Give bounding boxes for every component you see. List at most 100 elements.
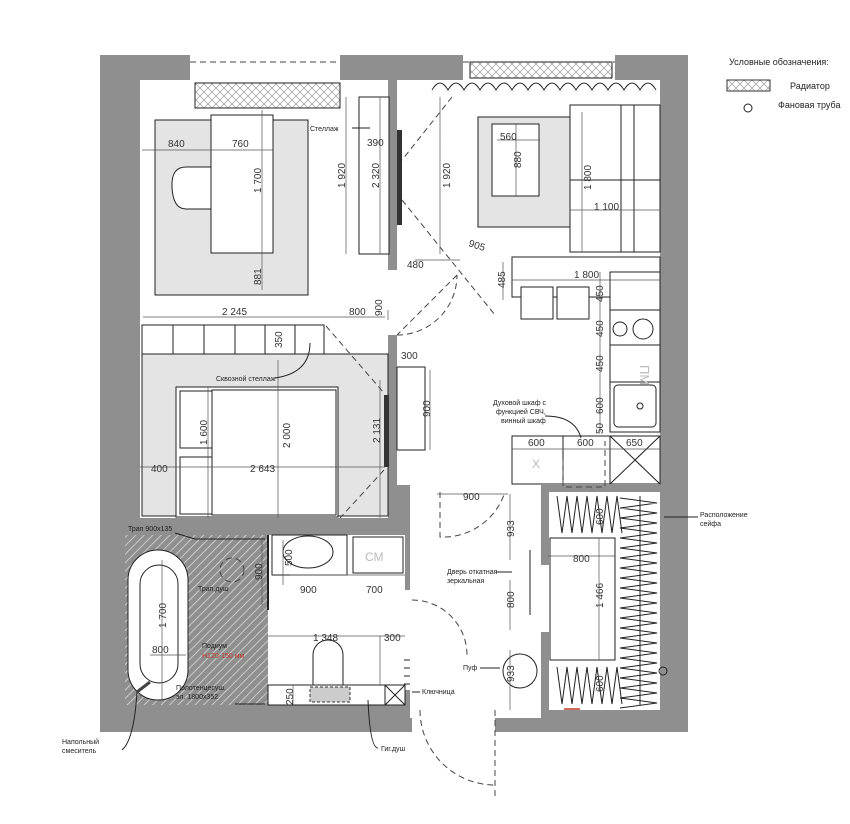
dim-text: 390	[367, 138, 384, 149]
label-floor-mixer: смеситель	[62, 748, 96, 755]
dim-text: 250	[285, 688, 296, 705]
label-sliding-door: Дверь откатная	[447, 569, 498, 576]
dim-text: 900	[300, 585, 317, 596]
door-opening	[380, 270, 405, 335]
bathtub-inner	[139, 564, 179, 684]
radiator-legend-icon	[726, 79, 771, 92]
dim-text: 600	[577, 438, 594, 449]
washer-label: СМ	[365, 550, 384, 564]
oven-outline	[562, 441, 606, 488]
dim-text: 2 000	[282, 423, 293, 448]
nightstand	[179, 390, 213, 449]
shaft	[384, 684, 406, 706]
washing-machine	[352, 536, 404, 574]
dim-text: 1 800	[574, 270, 599, 281]
desk	[210, 114, 274, 254]
dim-text: 600	[595, 397, 606, 414]
shower-drain	[219, 557, 245, 583]
tv	[397, 130, 402, 225]
dim-text: 450	[595, 355, 606, 372]
sofa	[569, 104, 661, 253]
label-drain: Трап 900x135	[128, 526, 172, 533]
dim-text: 485	[497, 271, 508, 288]
window-left	[190, 55, 340, 81]
dim-text: 2 131	[372, 418, 383, 443]
fan-pipe-legend-icon	[743, 103, 753, 113]
flush-panel	[309, 686, 351, 703]
dim-text: 800	[506, 591, 517, 608]
tv	[384, 395, 389, 467]
toilet	[312, 639, 344, 686]
bathtub	[127, 549, 189, 701]
dim-text: 900	[463, 492, 480, 503]
label-through-shelf: Сквозной стеллаж	[216, 375, 276, 383]
dim-text: 2 320	[371, 163, 382, 188]
annotations: Стеллаж Сквозной стеллаж Духовой шкаф с …	[62, 126, 748, 755]
hob-burner	[632, 318, 654, 340]
label-oven: Духовой шкаф с	[493, 399, 547, 407]
label-hygienic-shower: Гиг.душ	[381, 746, 406, 753]
dim-text: 50	[595, 422, 606, 434]
dim-text: 900	[422, 400, 433, 417]
label-floor-mixer: Напольный	[62, 738, 99, 746]
sofa-lines	[570, 105, 660, 252]
radiator	[469, 61, 613, 79]
bar-stool	[520, 286, 554, 320]
key-holder	[404, 659, 410, 685]
arrow	[367, 699, 379, 749]
counter-dividers	[610, 309, 660, 383]
bath-door-swing	[411, 599, 468, 656]
dim-text: 300	[384, 633, 401, 644]
dim-text: 500	[284, 549, 295, 566]
dim-text: 880	[513, 151, 524, 168]
wardrobe-bench	[549, 537, 616, 661]
dim-text: 1 100	[594, 202, 619, 213]
entrance-opening	[412, 705, 495, 735]
fan-pipe	[658, 666, 668, 676]
label-pouf: Пуф	[463, 665, 477, 672]
dim-text: 600	[595, 508, 606, 525]
hob-burner	[612, 321, 628, 337]
label-towel-warmer: Полотенцесуш.	[176, 685, 226, 692]
dim-text: 450	[595, 320, 606, 337]
dim-text: 760	[232, 139, 249, 150]
dim-text: 480	[407, 260, 424, 271]
legend-title: Условные обозначения:	[729, 57, 829, 67]
label-safe: сейфа	[700, 520, 721, 528]
label-key-holder: Ключница	[422, 689, 455, 696]
dishwasher-label: ПМ	[637, 365, 652, 385]
bar-stool	[556, 286, 590, 320]
coffee-table	[491, 123, 540, 197]
dim-text: 2 643	[250, 464, 275, 475]
wardrobe-hangers	[556, 495, 658, 709]
bed	[211, 389, 337, 516]
drain-line	[174, 532, 265, 540]
dim-text: 2 245	[222, 307, 247, 318]
label-shower-drain: Трап.душ	[198, 586, 229, 593]
dim-text: 933	[506, 520, 517, 537]
cabinet	[396, 366, 426, 451]
dim-text: 905	[467, 238, 487, 254]
shelf-rack	[358, 96, 390, 255]
dimensions: 840 760 1 700 881 2 245 800 900 1 920 2 …	[151, 132, 643, 705]
dim-text: 800	[349, 307, 366, 318]
faucet	[636, 402, 644, 410]
nightstand	[179, 456, 213, 515]
dim-text: 560	[500, 132, 517, 143]
chair	[171, 166, 212, 210]
label-podium-height: H120-150 мм	[202, 653, 245, 660]
hall-door-swing	[439, 491, 506, 538]
dim-text: 300	[401, 351, 418, 362]
dim-text: 1 920	[337, 163, 348, 188]
legend-fan-pipe: Фановая труба	[778, 100, 840, 110]
partition-lines	[401, 96, 496, 316]
arrow	[544, 415, 582, 439]
glass-lines	[325, 325, 385, 519]
dim-text: 1 348	[313, 633, 338, 644]
pouf	[502, 653, 538, 689]
label-podium: Подиум	[202, 643, 227, 650]
dim-text: 800	[152, 645, 169, 656]
label-shelf: Стеллаж	[310, 126, 339, 133]
wardrobe-opening	[541, 565, 550, 632]
through-shelf	[141, 324, 325, 355]
